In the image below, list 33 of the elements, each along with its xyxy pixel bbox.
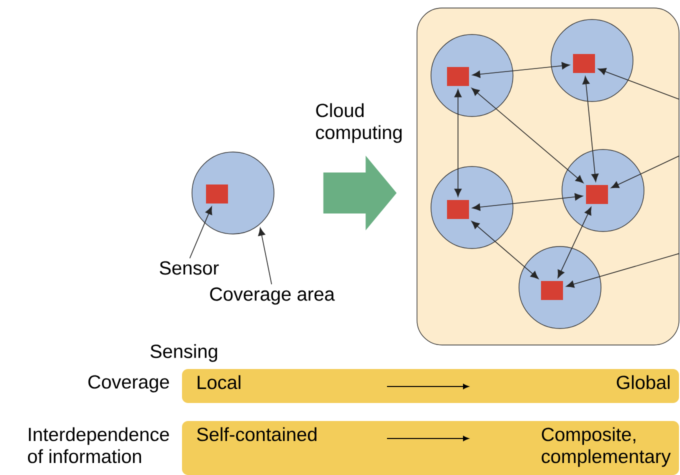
bar-text: Local bbox=[198, 375, 240, 390]
leader-line bbox=[189, 206, 212, 259]
arrow bbox=[454, 89, 462, 197]
coverage-label: Coverage area bbox=[210, 287, 335, 305]
sensor-square bbox=[586, 185, 608, 204]
edge-label: Cloud computing bbox=[316, 103, 402, 143]
sensor-label: Sensor bbox=[160, 261, 219, 275]
arrow bbox=[582, 76, 599, 182]
row-label: Interdependence of information bbox=[28, 427, 169, 464]
sensor-square bbox=[573, 54, 595, 73]
arrow bbox=[610, 155, 680, 188]
sensor-square bbox=[541, 281, 563, 300]
coverage-circle bbox=[550, 19, 634, 102]
bar-text: Global bbox=[616, 375, 670, 390]
coverage-circle bbox=[430, 34, 514, 117]
arrow bbox=[472, 193, 583, 211]
bar-text: Composite, complementary bbox=[542, 427, 671, 467]
coverage-circle bbox=[192, 152, 274, 234]
sensor-square bbox=[447, 200, 469, 219]
arrow bbox=[472, 62, 570, 78]
sensor-square bbox=[206, 184, 228, 204]
bar-text: Self-contained bbox=[197, 427, 316, 442]
heading-label: Sensing bbox=[150, 344, 218, 362]
arrow bbox=[558, 206, 592, 278]
coverage-circle bbox=[518, 246, 602, 329]
leader-line bbox=[258, 228, 272, 285]
arrow bbox=[566, 253, 680, 288]
arrow bbox=[471, 220, 539, 280]
arrow bbox=[598, 68, 680, 100]
row-label: Coverage bbox=[88, 375, 169, 392]
sensor-square bbox=[447, 67, 469, 86]
coverage-circle bbox=[430, 166, 514, 249]
arrow bbox=[471, 88, 584, 184]
